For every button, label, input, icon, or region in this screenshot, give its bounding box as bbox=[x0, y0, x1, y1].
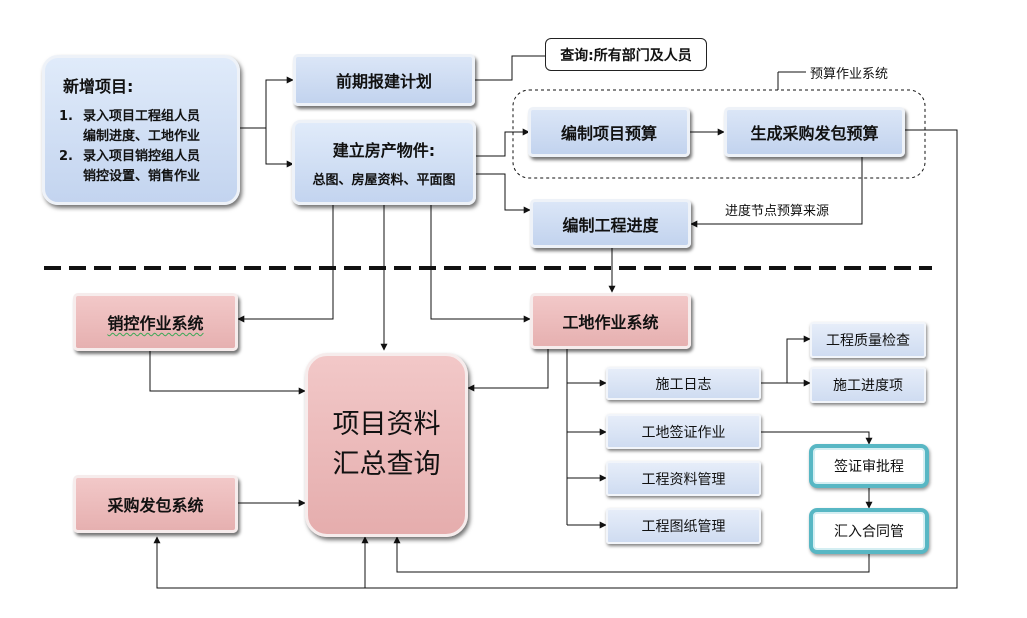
budget-edit-box[interactable]: 编制项目预算 bbox=[528, 107, 690, 157]
new-project-items: 1. 录入项目工程组人员 编制进度、工地作业 2. 录入项目销控组人员 销控设置… bbox=[59, 107, 200, 187]
arrow-contract-summary bbox=[393, 536, 870, 573]
property-box[interactable]: 建立房产物件: 总图、房屋资料、平面图 bbox=[292, 120, 476, 205]
new-project-box[interactable]: 新增项目: 1. 录入项目工程组人员 编制进度、工地作业 2. 录入项目销控组人… bbox=[42, 55, 240, 205]
arrow-property-site bbox=[430, 205, 531, 323]
budget-group-label: 预算作业系统 bbox=[810, 67, 889, 82]
arrow-property-sales bbox=[237, 205, 334, 323]
item-number: 1. bbox=[59, 109, 73, 124]
property-subtitle: 总图、房屋资料、平面图 bbox=[312, 173, 456, 188]
arrow-budget-loop bbox=[153, 129, 958, 589]
visa-approval-box[interactable]: 签证审批程 bbox=[809, 444, 929, 488]
summary-line-2: 汇总查询 bbox=[332, 449, 441, 480]
arrow-property-budget bbox=[476, 128, 530, 157]
budget-group-frame bbox=[512, 89, 926, 179]
property-title: 建立房产物件: bbox=[332, 141, 436, 160]
schedule-box[interactable]: 编制工程进度 bbox=[530, 199, 691, 248]
schedule-source-label: 进度节点预算来源 bbox=[725, 204, 830, 219]
plan-box[interactable]: 前期报建计划 bbox=[293, 54, 475, 106]
arrow-purchase-schedule bbox=[690, 157, 863, 228]
summary-box[interactable]: 项目资料 汇总查询 bbox=[305, 353, 468, 537]
line-plan-query bbox=[475, 55, 545, 81]
contract-import-box[interactable]: 汇入合同管 bbox=[809, 508, 929, 554]
site-system-box[interactable]: 工地作业系统 bbox=[530, 293, 691, 349]
arrow-visa-approval bbox=[761, 431, 873, 445]
sales-system-label: 销控作业系统 bbox=[107, 314, 204, 333]
sales-system-box[interactable]: 销控作业系统 bbox=[73, 293, 238, 351]
item-number: 2. bbox=[59, 149, 73, 164]
query-box[interactable]: 查询:所有部门及人员 bbox=[545, 38, 707, 71]
budget-purchase-box[interactable]: 生成采购发包预算 bbox=[724, 107, 905, 157]
arrow-sales-summary bbox=[149, 351, 306, 395]
site-visa-box[interactable]: 工地签证作业 bbox=[606, 414, 761, 449]
construction-log-box[interactable]: 施工日志 bbox=[606, 367, 761, 400]
arrow-property-schedule bbox=[476, 173, 531, 214]
item-line: 销控设置、销售作业 bbox=[83, 169, 201, 184]
progress-item-box[interactable]: 施工进度项 bbox=[810, 367, 926, 403]
arrow-log-quality bbox=[761, 335, 811, 384]
item-line: 录入项目工程组人员 bbox=[83, 109, 201, 124]
arrow-newproject-plan bbox=[240, 76, 294, 129]
quality-check-box[interactable]: 工程质量检查 bbox=[810, 322, 926, 358]
engineering-drawings-box[interactable]: 工程图纸管理 bbox=[606, 508, 761, 544]
purchase-system-box[interactable]: 采购发包系统 bbox=[73, 475, 238, 533]
arrow-site-summary bbox=[467, 349, 549, 392]
engineering-docs-box[interactable]: 工程资料管理 bbox=[606, 461, 761, 496]
item-line: 录入项目销控组人员 bbox=[83, 149, 201, 164]
summary-line-1: 项目资料 bbox=[332, 409, 441, 440]
new-project-title: 新增项目: bbox=[63, 77, 134, 96]
arrow-newproject-property bbox=[265, 128, 294, 168]
item-line: 编制进度、工地作业 bbox=[83, 129, 201, 144]
